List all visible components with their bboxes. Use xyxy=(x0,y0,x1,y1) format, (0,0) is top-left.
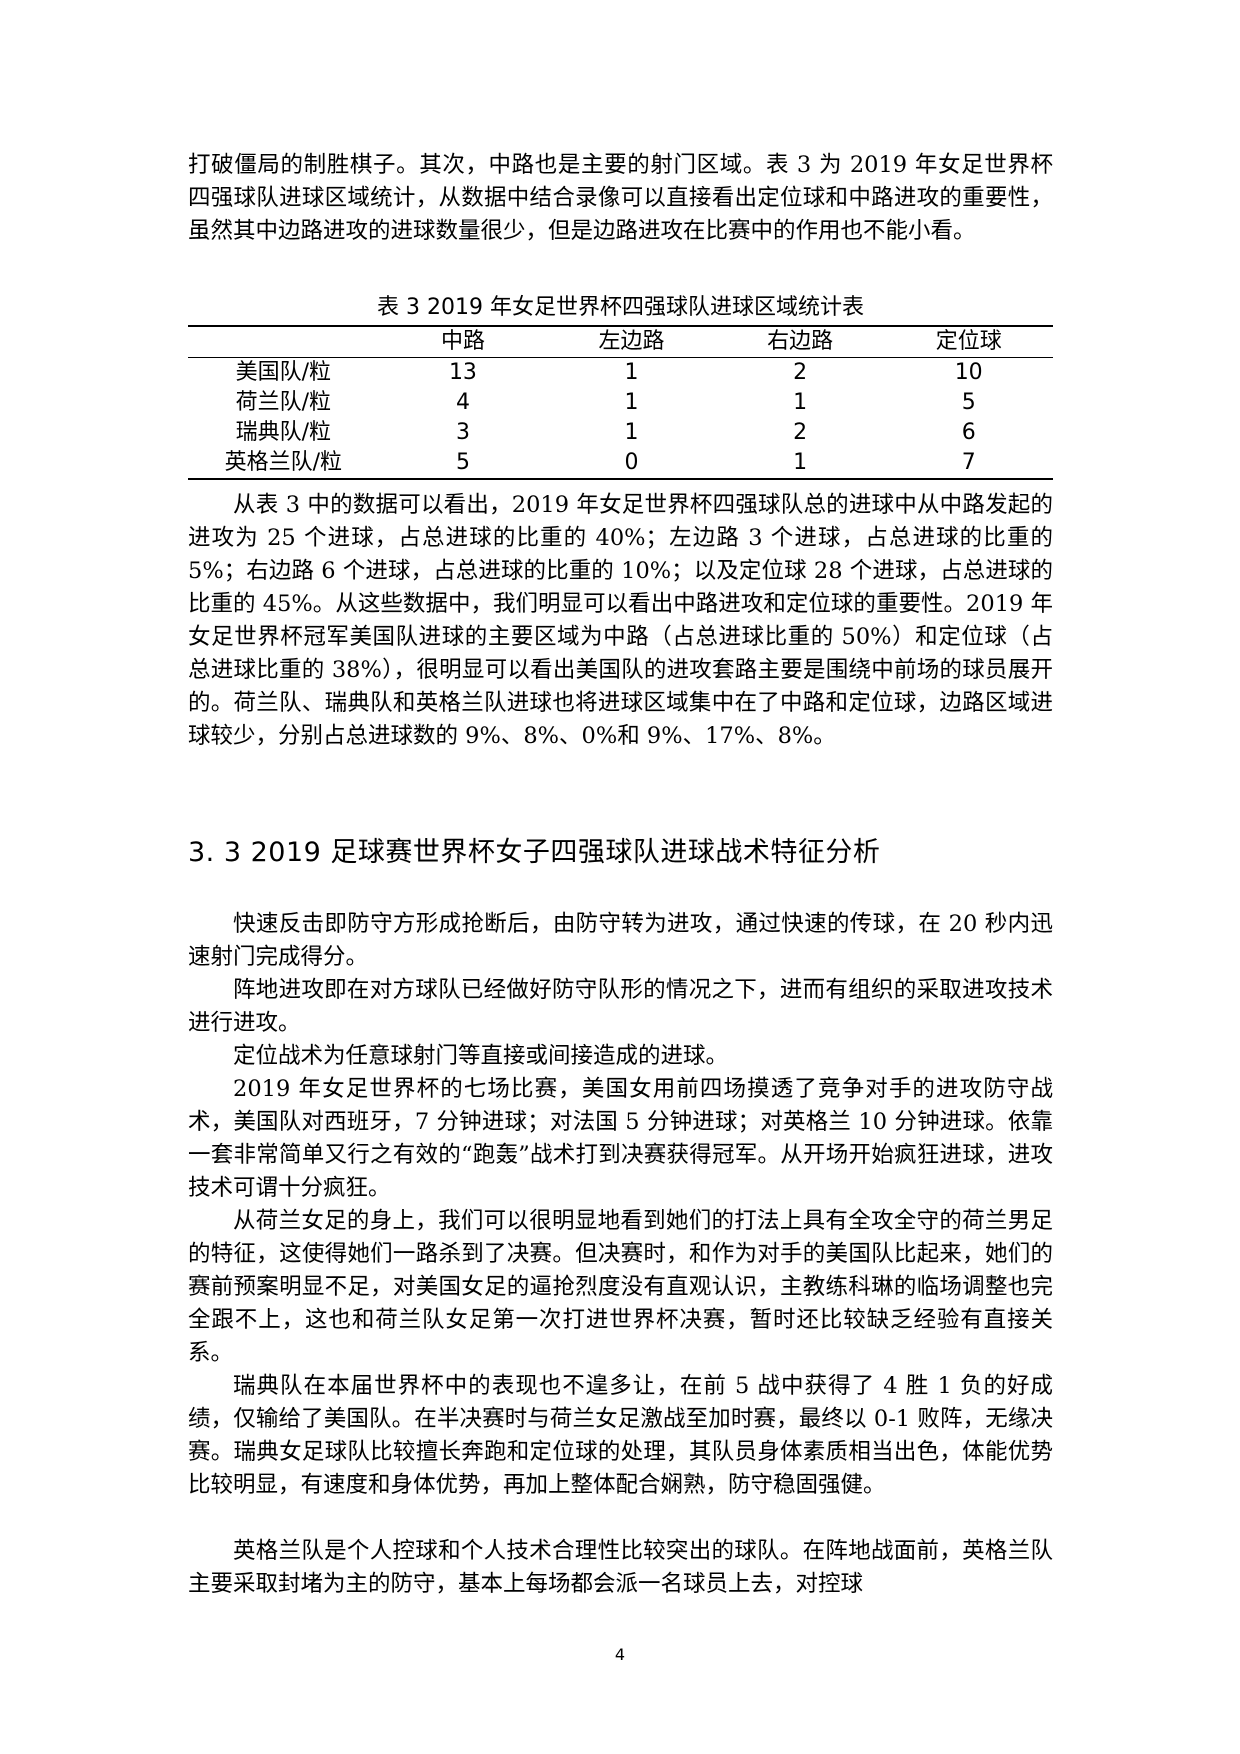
section-heading: 3. 3 2019 足球赛世界杯女子四强球队进球战术特征分析 xyxy=(188,837,881,868)
table-caption: 表 3 2019 年女足世界杯四强球队进球区域统计表 xyxy=(377,295,864,320)
table-cell: 5 xyxy=(378,448,548,480)
body-paragraph: 阵地进攻即在对方球队已经做好防守队形的情况之下，进而有组织的采取进攻技术进行进攻… xyxy=(188,977,1053,1036)
table-header-cell: 左边路 xyxy=(547,325,716,358)
table-cell: 6 xyxy=(961,420,976,445)
table-cell: 2 xyxy=(793,420,808,445)
table-header-row: 中路 左边路 右边路 定位球 xyxy=(188,325,1053,358)
body-paragraph: 2019 年女足世界杯的七场比赛，美国女用前四场摸透了竞争对手的进攻防守战术，美… xyxy=(188,1076,1053,1201)
table-cell: 英格兰队/粒 xyxy=(188,448,379,480)
table-cell: 4 xyxy=(455,390,470,415)
table-cell: 7 xyxy=(884,448,1053,480)
table-cell: 5 xyxy=(961,390,976,415)
table-cell: 10 xyxy=(954,360,983,385)
table-header-cell xyxy=(188,325,379,358)
table-row: 荷兰队/粒 4 1 1 5 xyxy=(188,388,1053,418)
table-cell: 1 xyxy=(715,448,885,480)
table-cell: 13 xyxy=(448,360,477,385)
body-paragraph: 定位战术为任意球射门等直接或间接造成的进球。 xyxy=(233,1043,729,1069)
table-cell: 美国队/粒 xyxy=(235,360,332,385)
table-cell: 荷兰队/粒 xyxy=(235,390,332,415)
body-paragraph: 瑞典队在本届世界杯中的表现也不遑多让，在前 5 战中获得了 4 胜 1 负的好成… xyxy=(188,1373,1053,1498)
page-number: 4 xyxy=(614,1645,626,1664)
body-paragraph: 英格兰队是个人控球和个人技术合理性比较突出的球队。在阵地战面前，英格兰队主要采取… xyxy=(188,1538,1053,1597)
table-row: 英格兰队/粒 5 0 1 7 xyxy=(188,448,1053,480)
table-cell: 0 xyxy=(547,448,716,480)
table-cell: 2 xyxy=(793,360,808,385)
table-row: 瑞典队/粒 3 1 2 6 xyxy=(188,418,1053,448)
table-cell: 3 xyxy=(455,420,470,445)
table-header-cell: 中路 xyxy=(378,325,548,358)
table-cell: 1 xyxy=(624,420,639,445)
body-paragraph: 快速反击即防守方形成抢断后，由防守转为进攻，通过快速的传球，在 20 秒内迅速射… xyxy=(188,911,1053,970)
table-header-cell: 定位球 xyxy=(884,325,1053,358)
analysis-paragraph: 从表 3 中的数据可以看出，2019 年女足世界杯四强球队总的进球中从中路发起的… xyxy=(188,492,1053,749)
table-cell: 1 xyxy=(624,390,639,415)
table-cell: 1 xyxy=(624,360,639,385)
body-paragraph: 从荷兰女足的身上，我们可以很明显地看到她们的打法上具有全攻全守的荷兰男足的特征，… xyxy=(188,1208,1053,1366)
table-cell: 瑞典队/粒 xyxy=(235,420,332,445)
table-header-cell: 右边路 xyxy=(715,325,885,358)
table-row: 美国队/粒 13 1 2 10 xyxy=(188,358,1053,389)
table-cell: 1 xyxy=(793,390,808,415)
goal-area-table: 中路 左边路 右边路 定位球 美国队/粒 13 1 2 10 荷兰队/粒 4 1… xyxy=(188,325,1053,480)
intro-paragraph: 打破僵局的制胜棋子。其次，中路也是主要的射门区域。表 3 为 2019 年女足世… xyxy=(188,152,1053,244)
